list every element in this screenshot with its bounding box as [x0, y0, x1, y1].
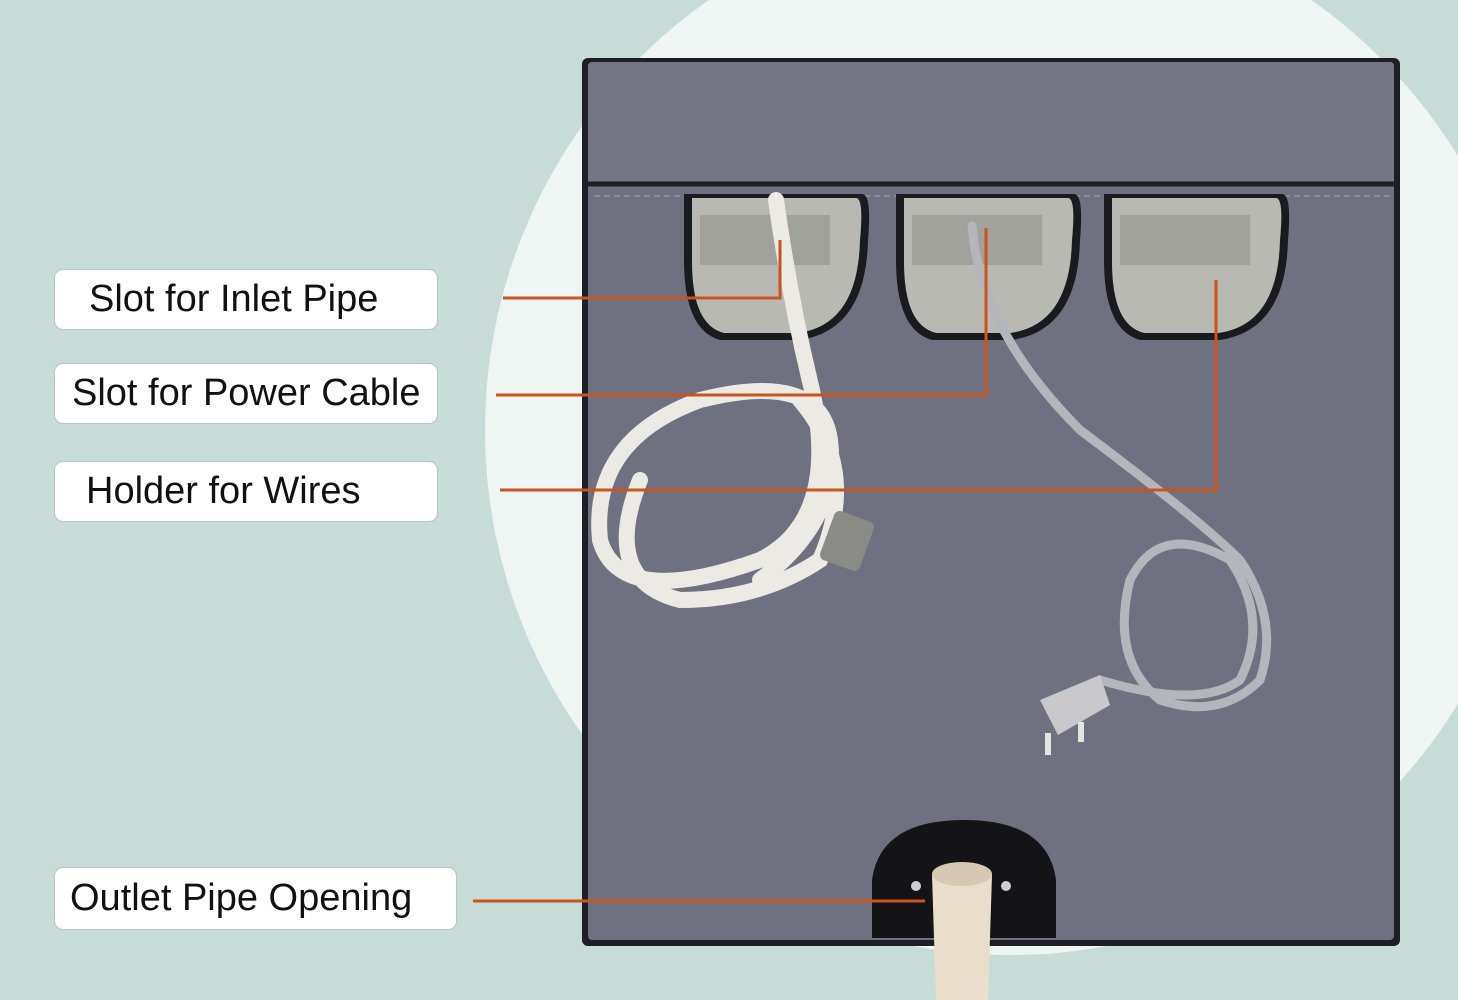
- washing-machine-cover: [582, 58, 1400, 946]
- callout-outlet-opening: Outlet Pipe Opening: [54, 867, 457, 930]
- leader-lines: [473, 228, 1218, 903]
- callout-inlet-pipe: Slot for Inlet Pipe: [54, 269, 438, 330]
- leader-line-holder: [500, 280, 1218, 492]
- callout-holder-text: Holder for Wires: [86, 470, 361, 512]
- power-cable: [967, 221, 1272, 712]
- callout-outlet-text: Outlet Pipe Opening: [70, 877, 413, 919]
- outlet-pipe: [932, 862, 992, 1000]
- callout-wire-holder: Holder for Wires: [54, 461, 438, 522]
- inlet-hose: [591, 192, 844, 609]
- plug: [1040, 675, 1110, 755]
- callout-power-cable: Slot for Power Cable: [54, 363, 438, 424]
- leader-line-inlet: [503, 240, 782, 300]
- callout-power-text: Slot for Power Cable: [72, 372, 421, 414]
- leader-line-power: [496, 228, 988, 397]
- hose-connector: [820, 511, 874, 571]
- callout-inlet-text: Slot for Inlet Pipe: [89, 278, 379, 320]
